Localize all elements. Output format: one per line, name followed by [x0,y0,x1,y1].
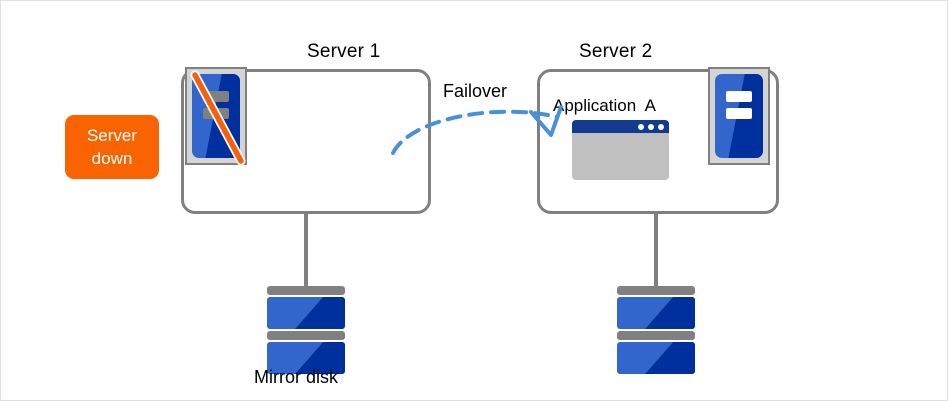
app-window-dot [638,123,644,130]
failover-arrow-icon [391,105,563,155]
app-window-dot [648,123,654,130]
rack-body [715,74,763,158]
rack-slot-top [202,90,230,102]
disk-block [267,342,345,374]
rack-slot-top [725,90,753,102]
server-rack-online-icon [708,67,770,165]
disk-shade [645,342,695,374]
mirror-disk-label: Mirror disk [254,367,338,387]
status-badge-line2: down [91,149,133,168]
disk-bar [267,331,345,340]
disk-bar [617,331,695,340]
server1-disk-connector [304,214,308,289]
server2-disk-connector [654,214,658,289]
app-window-dot [658,123,664,130]
mirror-disk-server2 [617,286,695,376]
application-window-icon [572,120,669,180]
application-label: Application A [553,96,657,115]
disk-bar [267,286,345,295]
disk-shade [645,297,695,329]
status-badge-line1: Server [86,126,138,145]
server-rack-offline-icon [185,67,247,166]
disk-bar [617,286,695,295]
rack-slot-bottom [725,108,753,120]
disk-block [617,342,695,374]
rack-slot-bottom [202,108,230,120]
status-badge-server-down: Server down [65,115,159,179]
app-window-titlebar [572,120,669,133]
rack-body [192,74,240,158]
mirror-disk-server1 [267,286,345,376]
failover-label: Failover [443,81,508,101]
disk-block [617,297,695,329]
disk-shade [295,297,345,329]
app-window-body [572,133,669,180]
server1-title: Server 1 [307,41,381,62]
server2-title: Server 2 [579,41,653,62]
disk-block [267,297,345,329]
